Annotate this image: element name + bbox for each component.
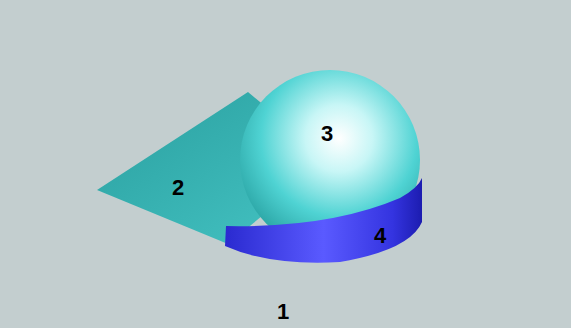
callout-number: 1 xyxy=(277,301,289,323)
callout-number: 4 xyxy=(374,225,386,247)
callout-number: 2 xyxy=(172,177,184,199)
callout-number: 3 xyxy=(321,123,333,145)
disc-band xyxy=(225,178,422,263)
